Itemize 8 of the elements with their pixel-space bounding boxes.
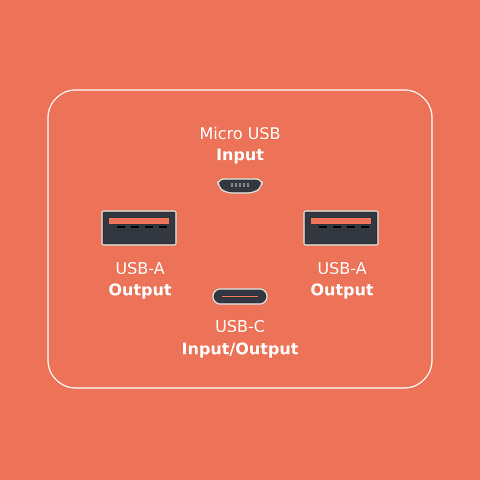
port-label: Output (311, 283, 374, 299)
port-label: Input (218, 148, 264, 164)
port-label: Micro USB (201, 126, 280, 140)
port-label: USB-A (116, 262, 164, 274)
port-label: USB-A (318, 262, 366, 274)
port-label: Output (109, 283, 172, 299)
port-label: Input/Output (183, 342, 298, 358)
port-label: USB-C (216, 320, 264, 332)
